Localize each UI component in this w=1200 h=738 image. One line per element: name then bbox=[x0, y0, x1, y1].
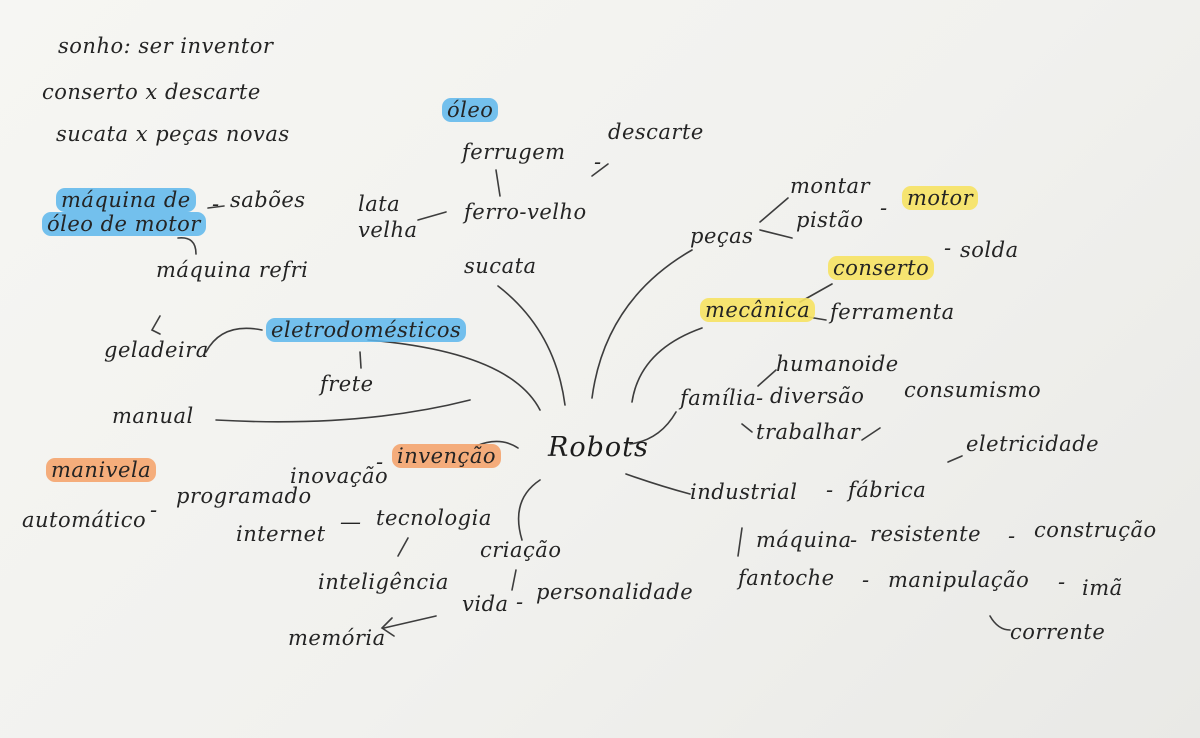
link-oleo-motor-saboes bbox=[207, 205, 225, 209]
word-manivela: manivela bbox=[46, 458, 157, 483]
dash-conserto-solda: - bbox=[944, 236, 952, 260]
link-pecas-montar bbox=[759, 197, 789, 223]
word-conserto: conserto bbox=[828, 256, 935, 281]
link-robots-industrial bbox=[625, 473, 691, 495]
link-descarte bbox=[591, 163, 609, 177]
word-trabalhar: trabalhar bbox=[756, 420, 861, 444]
word-manual: manual bbox=[112, 404, 194, 428]
link-familia-humanoide bbox=[757, 369, 777, 387]
word-resistente: resistente bbox=[870, 522, 981, 546]
link-eletro-robots bbox=[367, 339, 541, 411]
link-sucata-robots bbox=[497, 285, 566, 406]
dash-internet-tecnologia: — bbox=[340, 510, 362, 534]
word-montar: montar bbox=[790, 174, 871, 198]
word-geladeira: geladeira bbox=[104, 338, 209, 362]
word-inovacao: inovação bbox=[290, 464, 389, 488]
word-fabrica: fábrica bbox=[848, 478, 927, 502]
word-motor: motor bbox=[902, 186, 979, 211]
link-maquina-refri bbox=[177, 237, 197, 255]
link-consumismo bbox=[861, 427, 881, 441]
word-tecnologia: tecnologia bbox=[376, 506, 492, 530]
word-oleo: óleo bbox=[442, 98, 499, 123]
link-manual-robots bbox=[215, 399, 471, 423]
dash-maquina-resistente: - bbox=[850, 528, 858, 552]
word-sucata: sucata bbox=[464, 254, 537, 278]
word-invencao: invenção bbox=[392, 444, 501, 469]
dash-vida-personalidade: - bbox=[516, 590, 524, 614]
word-velha: velha bbox=[358, 218, 418, 242]
word-pecas: peças bbox=[690, 224, 754, 248]
word-oleo-de-motor: óleo de motor bbox=[42, 212, 206, 237]
word-corrente: corrente bbox=[1010, 620, 1106, 644]
word-maquina-refri: máquina refri bbox=[156, 258, 309, 282]
dash-pistao-motor: - bbox=[880, 196, 888, 220]
dash-ferrugem-descarte: - bbox=[594, 150, 602, 174]
word-automatico: automático bbox=[22, 508, 147, 532]
word-pistao: pistão bbox=[796, 208, 864, 232]
link-frete bbox=[359, 351, 362, 369]
link-manipulacao-corrente bbox=[989, 615, 1011, 631]
link-vida-memoria bbox=[383, 615, 437, 629]
link-familia-trabalhar bbox=[741, 423, 753, 433]
link-tecnologia-inteligencia bbox=[397, 537, 409, 557]
dash-industrial-fabrica: - bbox=[826, 478, 834, 502]
link-robots-criacao bbox=[517, 479, 541, 541]
dash-resistente-construcao: - bbox=[1008, 524, 1016, 548]
link-pecas-robots bbox=[591, 249, 693, 399]
word-industrial: industrial bbox=[690, 480, 798, 504]
link-criacao-vida bbox=[511, 569, 517, 591]
link-geladeira-eletro bbox=[205, 327, 263, 353]
link-memoria-arrow bbox=[380, 617, 395, 637]
word-lata: lata bbox=[358, 192, 401, 216]
word-consumismo: consumismo bbox=[904, 378, 1042, 402]
dash-automatico-programado: - bbox=[150, 498, 158, 522]
word-internet: internet bbox=[236, 522, 326, 546]
link-lata-ferro-velho bbox=[417, 211, 447, 221]
word-construcao: construção bbox=[1034, 518, 1157, 542]
word-ferramenta: ferramenta bbox=[830, 300, 955, 324]
word-mecanica: mecânica bbox=[700, 298, 816, 323]
link-eletricidade bbox=[947, 455, 963, 463]
link-geladeira-refri bbox=[150, 315, 161, 335]
word-saboes: sabões bbox=[230, 188, 306, 212]
dash-oleo-saboes: - bbox=[212, 192, 220, 216]
dash-familia-diversao: - bbox=[756, 386, 764, 410]
note-sucata-pecas: sucata x peças novas bbox=[56, 122, 290, 146]
dash-inovacao-invencao: - bbox=[376, 450, 384, 474]
dash-manipulacao-ima: - bbox=[1058, 570, 1066, 594]
word-maquina-de: máquina de bbox=[56, 188, 196, 213]
word-criacao: criação bbox=[480, 538, 562, 562]
word-diversao: diversão bbox=[770, 384, 865, 408]
word-vida: vida bbox=[462, 592, 509, 616]
link-pecas-pistao bbox=[759, 229, 793, 239]
word-humanoide: humanoide bbox=[776, 352, 899, 376]
link-robots-familia bbox=[629, 411, 677, 445]
word-manipulacao: manipulação bbox=[888, 568, 1030, 592]
link-maquina-tick bbox=[737, 527, 743, 557]
word-eletrodomesticos: eletrodomésticos bbox=[266, 318, 467, 343]
word-maquina: máquina bbox=[756, 528, 852, 552]
dash-fantoche-manipulacao: - bbox=[862, 568, 870, 592]
word-frete: frete bbox=[320, 372, 374, 396]
word-descarte: descarte bbox=[608, 120, 704, 144]
word-familia: família bbox=[680, 386, 757, 410]
note-conserto-descarte: conserto x descarte bbox=[42, 80, 261, 104]
word-ferrugem: ferrugem bbox=[462, 140, 566, 164]
word-eletricidade: eletricidade bbox=[966, 432, 1100, 456]
word-personalidade: personalidade bbox=[536, 580, 694, 604]
word-ferro-velho: ferro-velho bbox=[464, 200, 587, 224]
word-fantoche: fantoche bbox=[738, 566, 835, 590]
word-ima: imã bbox=[1082, 576, 1123, 600]
word-inteligencia: inteligência bbox=[318, 570, 449, 594]
link-mecanica-robots bbox=[631, 327, 703, 403]
word-memoria: memória bbox=[288, 626, 386, 650]
word-programado: programado bbox=[176, 484, 312, 508]
note-sonho: sonho: ser inventor bbox=[58, 34, 274, 58]
link-ferrugem-ferro-velho bbox=[495, 169, 501, 197]
central-node-robots: Robots bbox=[548, 432, 649, 463]
word-solda: solda bbox=[960, 238, 1019, 262]
